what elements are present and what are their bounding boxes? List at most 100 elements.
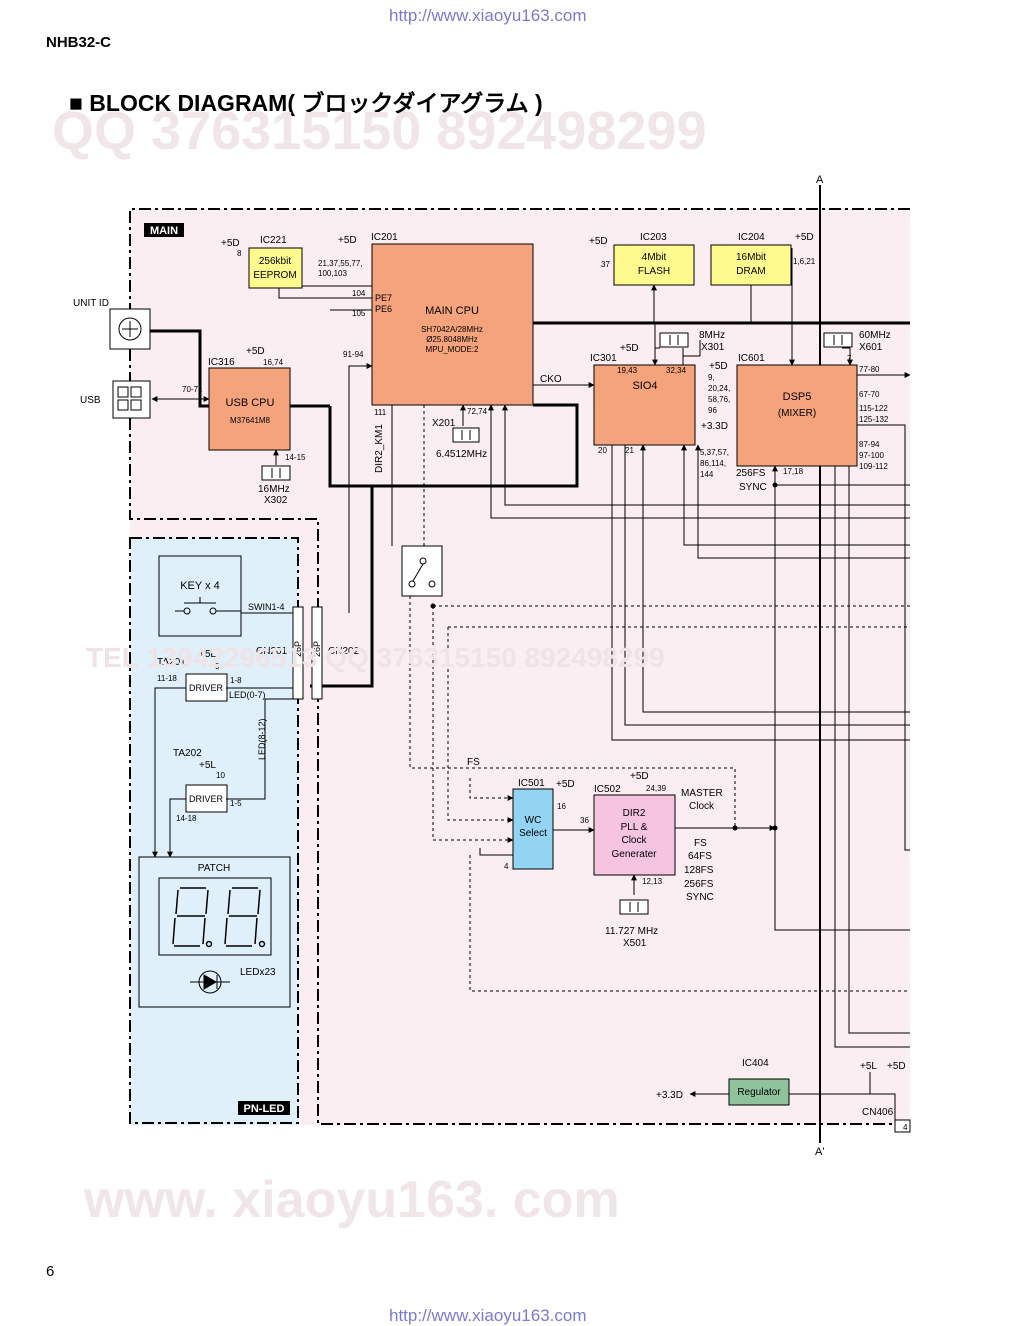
pin: 16 — [557, 802, 566, 811]
x301-ref: X301 — [701, 342, 725, 353]
watermark-site: www. xiaoyu163. com — [84, 1171, 620, 1229]
pin: 4 — [903, 1123, 908, 1132]
pin: 1-5 — [230, 799, 242, 808]
cn406-5d: +5D — [887, 1061, 906, 1072]
cn406-label: CN406 — [862, 1107, 894, 1118]
pin: 16,74 — [263, 358, 284, 367]
led-diode-icon — [190, 970, 230, 994]
driver2-power: +5L — [199, 760, 216, 771]
watermark-qq: QQ 376315150 892498299 — [52, 101, 707, 161]
x601-freq: 60MHz — [859, 330, 891, 341]
pin: 111 — [374, 408, 387, 417]
pin: 70-71 — [182, 385, 203, 394]
regulator-ref: IC404 — [742, 1058, 769, 1069]
main-section-border — [129, 208, 910, 1125]
pin: 125-132 — [859, 415, 889, 424]
driver2-ref: TA202 — [173, 748, 202, 759]
cn202-label: CN202 — [328, 646, 360, 657]
cn406-connector — [894, 1119, 911, 1133]
pin: 14-15 — [285, 453, 306, 462]
main-cpu-ref: IC201 — [371, 232, 398, 243]
pe6-label: PE6 — [375, 304, 392, 314]
pnled-section-border — [129, 537, 299, 1124]
master-clock-2: Clock — [689, 801, 715, 812]
pin: 37 — [601, 260, 610, 269]
wc-line1: WC — [525, 815, 542, 826]
dir2-line3: Clock — [621, 835, 647, 846]
driver1-ref: TA201 — [157, 657, 186, 668]
eeprom-line2: EEPROM — [253, 270, 296, 281]
pin: 115-122 — [859, 404, 888, 413]
dram-ref: IC204 — [738, 232, 765, 243]
dsp5-ref: IC601 — [738, 353, 765, 364]
pin: 11-18 — [157, 674, 177, 683]
sio4-name: SIO4 — [632, 380, 657, 392]
pin: 1,6,21 — [793, 257, 816, 266]
x501-ref: X501 — [623, 938, 647, 949]
cn406-5l: +5L — [860, 1061, 877, 1072]
axis-bottom-label: A' — [815, 1146, 824, 1158]
header-url[interactable]: http://www.xiaoyu163.com — [389, 6, 587, 25]
dram-line1: 16Mbit — [736, 252, 766, 263]
footer-url[interactable]: http://www.xiaoyu163.com — [389, 1306, 587, 1325]
cpu-power: +5D — [338, 235, 357, 246]
wc-ref: IC501 — [518, 778, 545, 789]
cn202-26p: 26P — [312, 641, 322, 657]
page-number: 6 — [46, 1263, 55, 1280]
junction-dot — [430, 603, 436, 609]
junction-dot — [772, 825, 778, 831]
usb-cpu-name: USB CPU — [226, 397, 275, 409]
driver1-power: +5L — [199, 649, 216, 660]
pin: 20,24, — [708, 384, 730, 393]
pin: 109-112 — [859, 462, 888, 471]
rotary-cross-icon — [122, 321, 138, 337]
main-cpu-block — [371, 243, 534, 406]
main-cpu-name: MAIN CPU — [425, 305, 479, 317]
pin: 12,13 — [642, 877, 663, 886]
pin: 7 — [847, 354, 852, 363]
pin: 14-18 — [176, 814, 197, 823]
usb-cpu-block — [208, 367, 291, 451]
flash-block — [613, 244, 695, 286]
switch-icon — [175, 597, 241, 615]
x201-freq: 6.4512MHz — [436, 449, 487, 460]
x302-freq: 16MHz — [258, 484, 290, 495]
pin: 72,74 — [467, 407, 488, 416]
pin: 4 — [504, 862, 509, 871]
fs-list-1: 64FS — [688, 851, 712, 862]
main-tag-label: MAIN — [150, 225, 178, 237]
dsp5-block — [736, 364, 858, 467]
flash-ref: IC203 — [640, 232, 667, 243]
cn202-connector — [311, 606, 323, 700]
flash-line1: 4Mbit — [642, 252, 667, 263]
driver1-block — [185, 673, 228, 702]
rotary-dial-icon — [118, 317, 142, 341]
key-block — [158, 555, 242, 637]
wc-power: +5D — [556, 779, 575, 790]
pin: 5,37,57, — [700, 448, 729, 457]
sio-power: +5D — [620, 343, 639, 354]
pnled-tag-label: PN-LED — [244, 1103, 285, 1115]
pin: 20 — [598, 446, 607, 455]
x301-freq: 8MHz — [699, 330, 725, 341]
regulator-name: Regulator — [737, 1087, 781, 1098]
crystal-icons — [261, 332, 853, 915]
dir2-line4: Generater — [611, 849, 657, 860]
fs-list-0: FS — [694, 838, 707, 849]
watermark-mid: TEL 13942296513 QQ 376315150 892498299 — [86, 642, 665, 673]
signal-wires — [151, 248, 911, 1124]
dir2-ref: IC502 — [594, 784, 621, 795]
pin: 9 — [215, 662, 220, 671]
flash-line2: FLASH — [638, 266, 670, 277]
model-number: NHB32-C — [46, 34, 112, 51]
flash-power: +5D — [589, 236, 608, 247]
dram-block — [710, 244, 792, 286]
fs-list-2: 128FS — [684, 865, 714, 876]
eeprom-block — [248, 247, 303, 289]
dram-power: +5D — [795, 232, 814, 243]
selector-switch — [401, 545, 443, 597]
seven-segment-icon — [172, 887, 266, 948]
master-clock-1: MASTER — [681, 788, 723, 799]
pin: 21 — [625, 446, 634, 455]
